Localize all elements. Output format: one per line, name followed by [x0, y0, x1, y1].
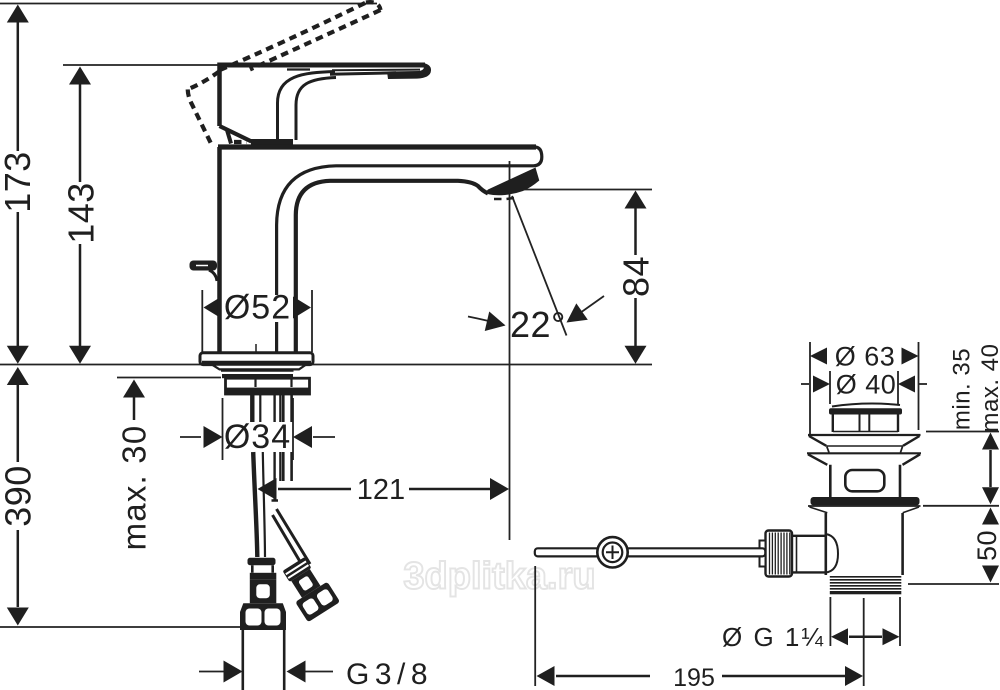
svg-text:max. 30: max. 30	[116, 425, 153, 551]
svg-text:84: 84	[616, 256, 657, 297]
svg-text:173: 173	[0, 151, 38, 213]
svg-text:3dplitka.ru: 3dplitka.ru	[403, 556, 595, 598]
svg-text:Ø 40: Ø 40	[836, 370, 897, 400]
svg-text:390: 390	[0, 465, 39, 527]
svg-text:Ø G 1¼: Ø G 1¼	[722, 622, 825, 652]
svg-text:Ø34: Ø34	[224, 418, 291, 456]
svg-text:121: 121	[357, 474, 405, 506]
svg-text:min. 35: min. 35	[949, 348, 976, 430]
svg-text:50: 50	[972, 530, 1000, 561]
svg-text:G3/8: G3/8	[346, 658, 433, 690]
svg-text:Ø52: Ø52	[224, 289, 291, 327]
svg-text:143: 143	[61, 182, 102, 244]
svg-text:195: 195	[673, 664, 715, 690]
svg-text:22°: 22°	[510, 304, 566, 345]
svg-text:Ø 63: Ø 63	[835, 342, 896, 372]
svg-text:max. 40: max. 40	[977, 344, 1000, 433]
